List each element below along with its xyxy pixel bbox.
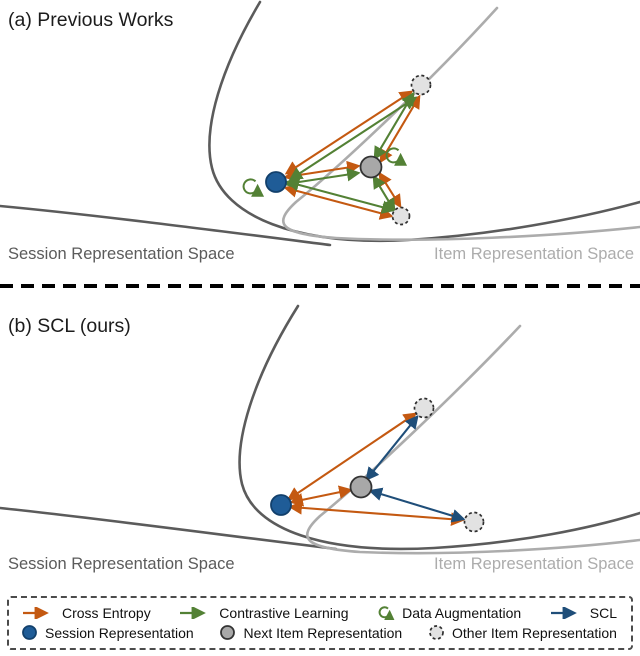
legend-item-other-item-representation: Other Item Representation	[428, 624, 617, 641]
legend-row-1: Cross Entropy Contrastive Learning Data …	[21, 605, 617, 621]
legend-label-scl: SCL	[589, 604, 617, 621]
other-item-representation-node-top	[410, 74, 432, 96]
legend-label-data-augmentation: Data Augmentation	[402, 604, 522, 621]
legend-item-session-representation: Session Representation	[21, 624, 194, 641]
item-space-curve	[305, 324, 640, 555]
panel-b: (b) SCL (ours) Session Representation Sp…	[0, 304, 640, 573]
session-representation-node	[265, 171, 287, 193]
augmentation-loop-session	[242, 178, 265, 197]
panel-a-title: (a) Previous Works	[8, 9, 174, 31]
legend-row-2: Session Representation Next Item Represe…	[21, 624, 617, 641]
ce-arrow-session-top-item	[284, 90, 414, 175]
augmentation-loop-next-item	[385, 147, 408, 166]
next-item-representation-circle-icon	[220, 625, 236, 641]
panel-b-nodes	[270, 397, 485, 533]
legend-item-scl: SCL	[549, 605, 617, 621]
other-item-representation-node-bottom	[391, 206, 411, 226]
other-item-representation-circle-icon	[429, 625, 444, 641]
session-space-curve	[208, 0, 640, 243]
legend: Cross Entropy Contrastive Learning Data …	[7, 596, 633, 650]
panel-a-item-space-label: Item Representation Space	[434, 245, 634, 263]
dashed-divider	[0, 284, 640, 288]
next-item-representation-node	[349, 475, 373, 499]
panel-a: (a) Previous Works	[0, 0, 640, 263]
session-representation-circle-icon	[22, 625, 37, 641]
legend-label-next-item-representation: Next Item Representation	[243, 624, 403, 641]
legend-label-contrastive-learning: Contrastive Learning	[219, 604, 349, 621]
panel-a-space-curves	[0, 0, 640, 247]
panel-a-contrastive-arrows	[283, 91, 418, 214]
panel-b-session-space-label: Session Representation Space	[8, 555, 235, 573]
scl-arrow-next-bottom-item	[368, 487, 466, 523]
session-representation-node	[270, 494, 292, 516]
legend-label-other-item-representation: Other Item Representation	[452, 624, 617, 641]
panel-a-augmentation-loops	[242, 147, 408, 197]
cl-arrow-next-bottom-item	[372, 174, 396, 213]
panel-b-item-space-label: Item Representation Space	[434, 555, 634, 573]
panel-a-session-space-label: Session Representation Space	[8, 245, 235, 263]
contrastive-learning-arrow-icon	[180, 606, 207, 619]
legend-item-next-item-representation: Next Item Representation	[219, 624, 402, 641]
panel-b-title: (b) SCL (ours)	[8, 315, 131, 337]
legend-label-session-representation: Session Representation	[45, 624, 194, 641]
cross-entropy-arrow-icon	[23, 606, 49, 619]
ce-arrow-session-bottom-item	[283, 184, 394, 220]
legend-label-cross-entropy: Cross Entropy	[62, 604, 151, 621]
scl-arrow-icon	[550, 606, 577, 619]
session-space-curve-tail	[0, 204, 332, 247]
legend-item-data-augmentation: Data Augmentation	[376, 605, 521, 621]
panel-b-scl-arrows	[365, 414, 466, 523]
session-space-curve-tail	[0, 506, 338, 551]
next-item-representation-node	[359, 155, 383, 179]
other-item-representation-node-top	[413, 397, 435, 419]
panel-b-space-curves	[0, 304, 640, 555]
item-space-curve	[281, 6, 640, 241]
legend-item-contrastive-learning: Contrastive Learning	[178, 605, 348, 621]
data-augmentation-loop-icon	[378, 606, 396, 621]
scl-arrow-next-top-item	[365, 414, 419, 482]
panel-a-nodes	[265, 74, 432, 226]
legend-item-cross-entropy: Cross Entropy	[21, 605, 151, 621]
other-item-representation-node-bottom	[463, 511, 485, 533]
cl-arrow-next-top-item	[373, 91, 415, 161]
